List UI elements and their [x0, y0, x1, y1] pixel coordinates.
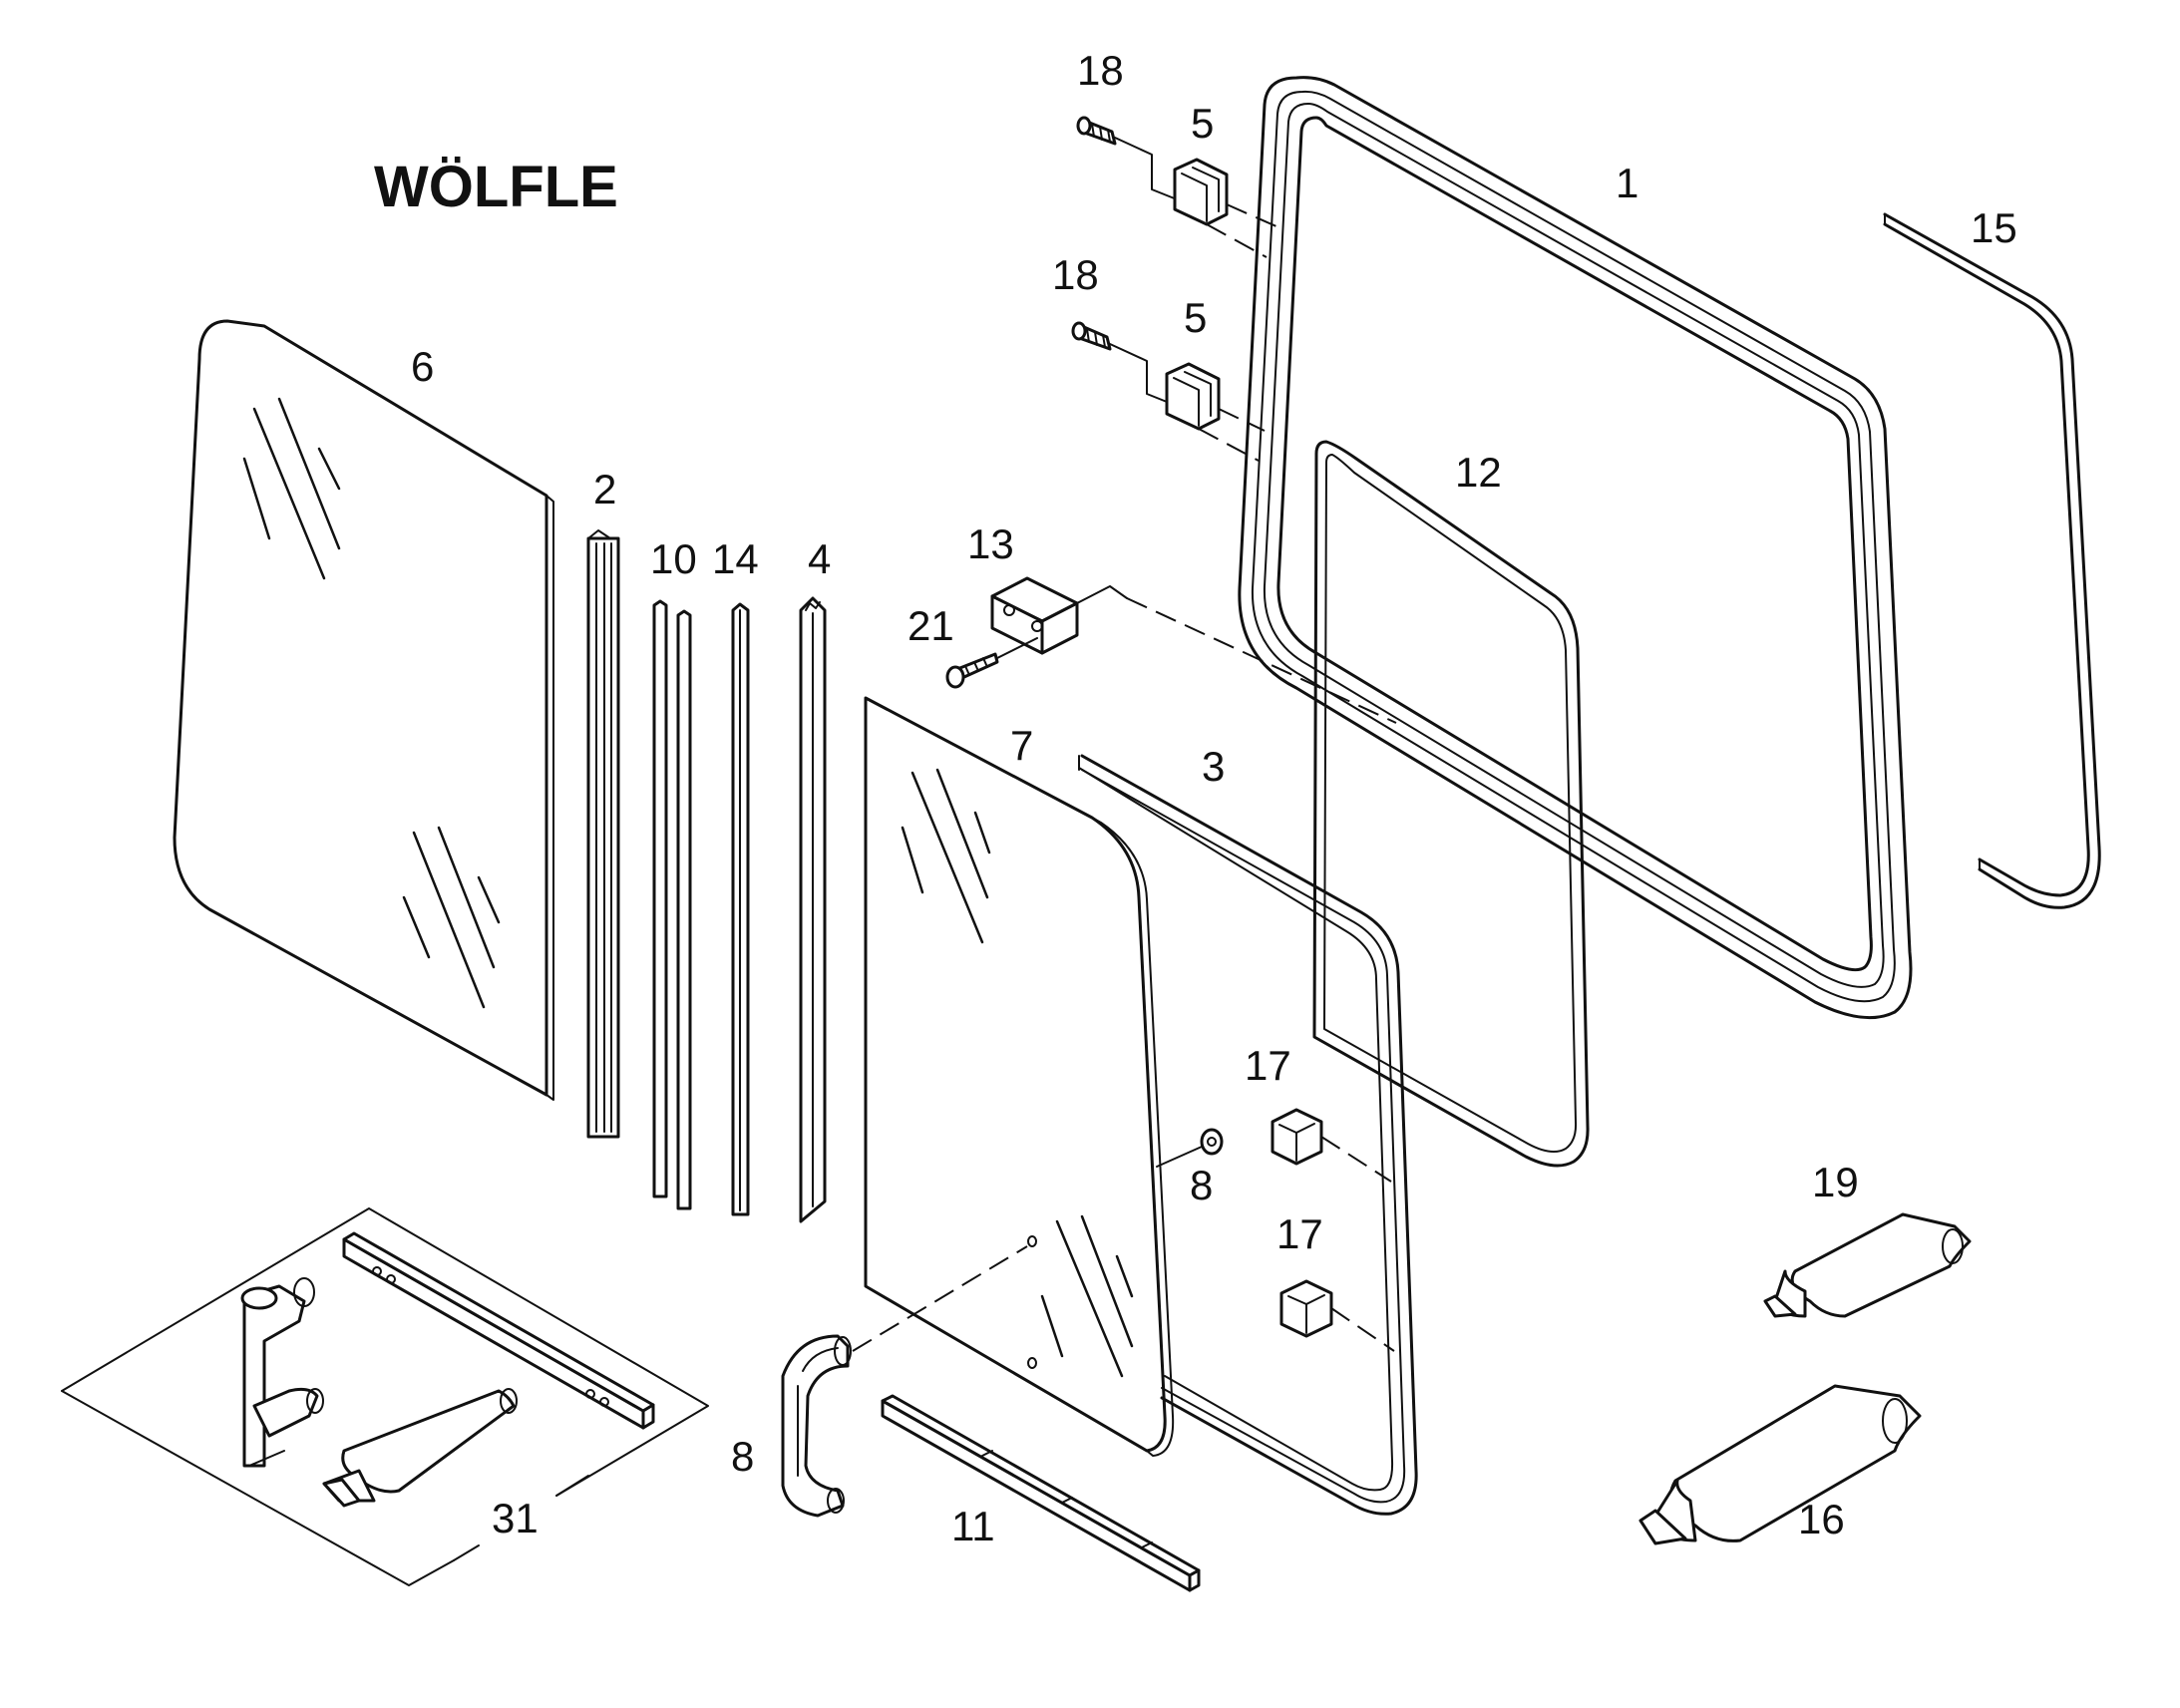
callout-17b: 17 [1276, 1210, 1323, 1257]
part-1-window-frame [1238, 76, 1913, 1020]
callout-4: 4 [808, 535, 831, 582]
callout-3: 3 [1202, 743, 1225, 790]
part-8-knob [1156, 1128, 1224, 1168]
part-21-screw [945, 637, 1038, 689]
callout-19: 19 [1812, 1159, 1859, 1205]
brand-title: WÖLFLE [374, 155, 618, 219]
part-15-seal-profile [1883, 212, 2101, 909]
part-2-profile-strip [586, 529, 620, 1139]
part-8-handle [781, 1245, 1028, 1518]
part-16-tube [1638, 1384, 1922, 1545]
callout-15: 15 [1971, 204, 2017, 251]
part-17-clip-lower [1279, 1279, 1395, 1352]
part-10-seal-strips [652, 599, 692, 1210]
callout-16: 16 [1798, 1496, 1845, 1542]
callout-1: 1 [1616, 160, 1638, 206]
part-17-clip-upper [1271, 1108, 1392, 1183]
callout-18a: 18 [1077, 47, 1124, 94]
part-31-kit [61, 1207, 709, 1586]
callout-5b: 5 [1184, 294, 1207, 341]
callout-13: 13 [967, 520, 1014, 567]
callout-21: 21 [908, 602, 954, 649]
callout-18b: 18 [1052, 251, 1099, 298]
part-18-grub-screw-lower [1071, 321, 1173, 405]
part-4-u-profile [799, 596, 827, 1223]
callout-12: 12 [1455, 449, 1502, 496]
part-5-clip-upper [1173, 158, 1279, 258]
callout-7: 7 [1010, 722, 1033, 769]
callout-8b: 8 [731, 1433, 754, 1480]
callout-5a: 5 [1191, 100, 1214, 147]
part-19-tube [1763, 1212, 1972, 1318]
part-7-sliding-glass [864, 696, 1175, 1457]
part-12-inner-seal [1312, 440, 1590, 1168]
part-13-block [990, 576, 1397, 724]
part-6-glass-pane [173, 319, 554, 1101]
part-5-clip-lower [1165, 362, 1266, 462]
callout-6: 6 [411, 343, 434, 390]
part-3-lower-frame [1078, 754, 1418, 1516]
callout-31: 31 [492, 1495, 539, 1541]
callout-14: 14 [712, 535, 759, 582]
part-14-strip [731, 602, 750, 1216]
callout-11: 11 [951, 1503, 995, 1549]
callout-2: 2 [593, 466, 616, 512]
part-11-lower-rail [881, 1394, 1201, 1592]
part-18-grub-screw-upper [1076, 116, 1178, 200]
callout-17a: 17 [1245, 1042, 1291, 1089]
callout-8a: 8 [1190, 1162, 1213, 1208]
callout-10: 10 [650, 535, 697, 582]
